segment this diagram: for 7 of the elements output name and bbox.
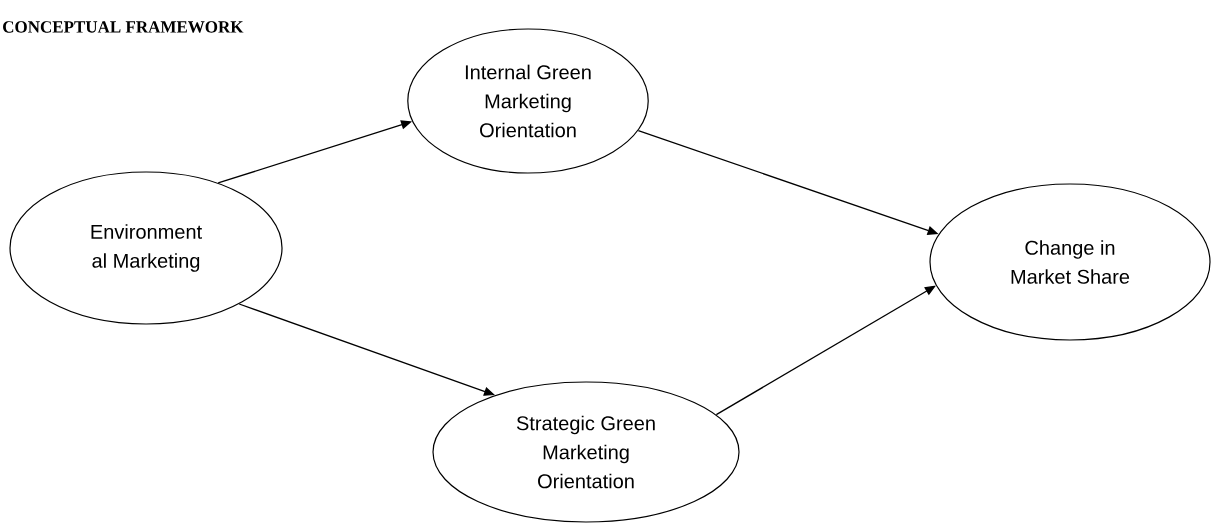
ellipse-node: Strategic Green Marketing Orientation [432, 381, 740, 523]
arrow [238, 303, 495, 396]
ellipse-node: Environment al Marketing [9, 171, 283, 325]
heading: CONCEPTUAL FRAMEWORK [3, 21, 244, 33]
arrow [715, 285, 936, 416]
ellipse-node: Internal Green Marketing Orientation [407, 28, 649, 174]
ellipse-node: Change in Market Share [929, 183, 1211, 341]
